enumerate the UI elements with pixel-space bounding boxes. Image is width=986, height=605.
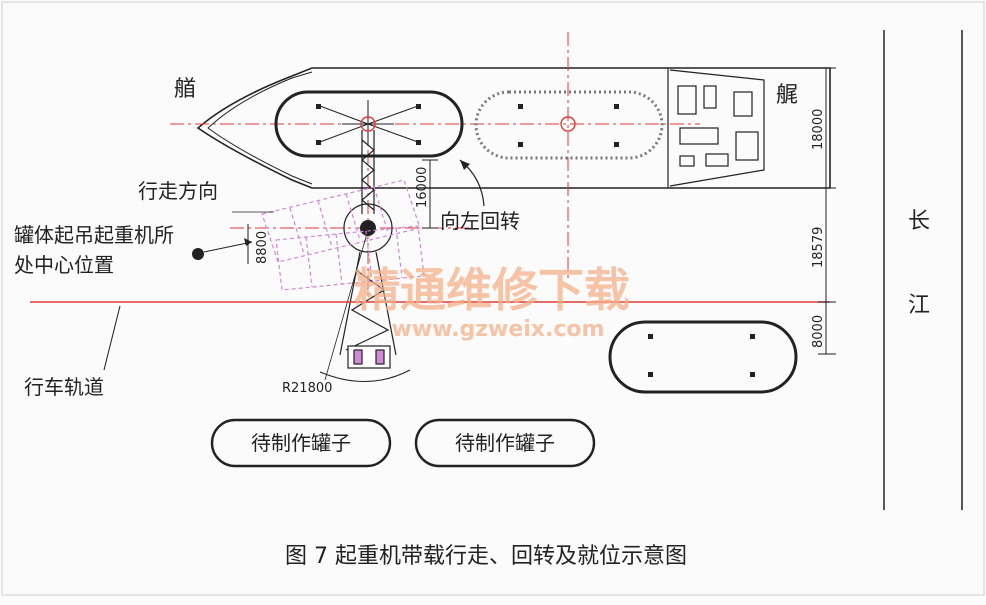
- dim-8000: 8000: [811, 315, 826, 348]
- dim-16000: 16000: [415, 167, 430, 208]
- tank-spokes: [319, 100, 419, 146]
- rotating-tank-ghosts: [261, 179, 425, 291]
- tank-position-2: [474, 90, 664, 160]
- tank-to-make-b: 待制作罐子: [414, 418, 596, 468]
- deckhouse-outline: [669, 69, 765, 187]
- rotate-left-arrowhead: [460, 160, 470, 170]
- radius-label: R21800: [282, 381, 332, 396]
- tank-to-make-b-label: 待制作罐子: [455, 431, 555, 455]
- radius-leader: [324, 229, 369, 381]
- dim-18579: 18579: [811, 227, 826, 268]
- deckhouse-room: [703, 85, 717, 109]
- radius-arc: [319, 369, 411, 382]
- rotate-left-label: 向左回转: [440, 209, 520, 233]
- tank-on-vessel-markers: [316, 104, 421, 145]
- crane-boom: [361, 130, 375, 214]
- watermark-title: 精通维修下载: [354, 263, 630, 317]
- dim-8800: 8800: [255, 231, 270, 264]
- tank-position-2-markers: [518, 104, 619, 147]
- deckhouse-room: [735, 131, 759, 161]
- tank-to-make-a-label: 待制作罐子: [251, 431, 351, 455]
- dimension-lines: [247, 67, 836, 355]
- watermark-url: www.gzweix.com: [392, 317, 605, 342]
- figure-caption: 图 7 起重机带载行走、回转及就位示意图: [285, 544, 687, 569]
- river-label-2: 江: [908, 293, 930, 318]
- deckhouse-room: [679, 127, 719, 145]
- vessel-hull: [196, 67, 831, 189]
- tank-on-vessel: [274, 90, 464, 158]
- deckhouse-room: [705, 153, 729, 167]
- rail-label-leader: [103, 305, 121, 371]
- crane-carriage: [347, 345, 391, 369]
- travel-direction-label: 行走方向: [138, 179, 218, 203]
- tank-to-make-a: 待制作罐子: [210, 418, 392, 468]
- rail-track-label: 行车轨道: [24, 375, 104, 399]
- crane-center-label-1: 罐体起吊起重机所: [14, 223, 174, 247]
- tank-2-center-marker: [560, 116, 576, 132]
- deckhouse-room: [679, 155, 695, 167]
- crane-center-leader-arrow: [244, 238, 252, 246]
- stern-label: 艉: [776, 83, 798, 108]
- bow-label: 艏: [174, 77, 196, 102]
- tank-center-marker: [360, 116, 376, 132]
- deckhouse-room: [733, 91, 753, 117]
- deckhouse-room: [677, 85, 697, 115]
- river-label-1: 长: [908, 209, 930, 234]
- vessel-hull-inner: [207, 71, 313, 185]
- shore-tank: [608, 320, 798, 394]
- shore-tank-markers: [648, 334, 755, 377]
- dim-18000: 18000: [811, 109, 826, 150]
- crane-center-leader: [203, 241, 253, 253]
- crane-center-label-2: 处中心位置: [14, 253, 114, 277]
- crane-center-leader-dot: [192, 248, 204, 260]
- crane-center-dot: [360, 220, 376, 236]
